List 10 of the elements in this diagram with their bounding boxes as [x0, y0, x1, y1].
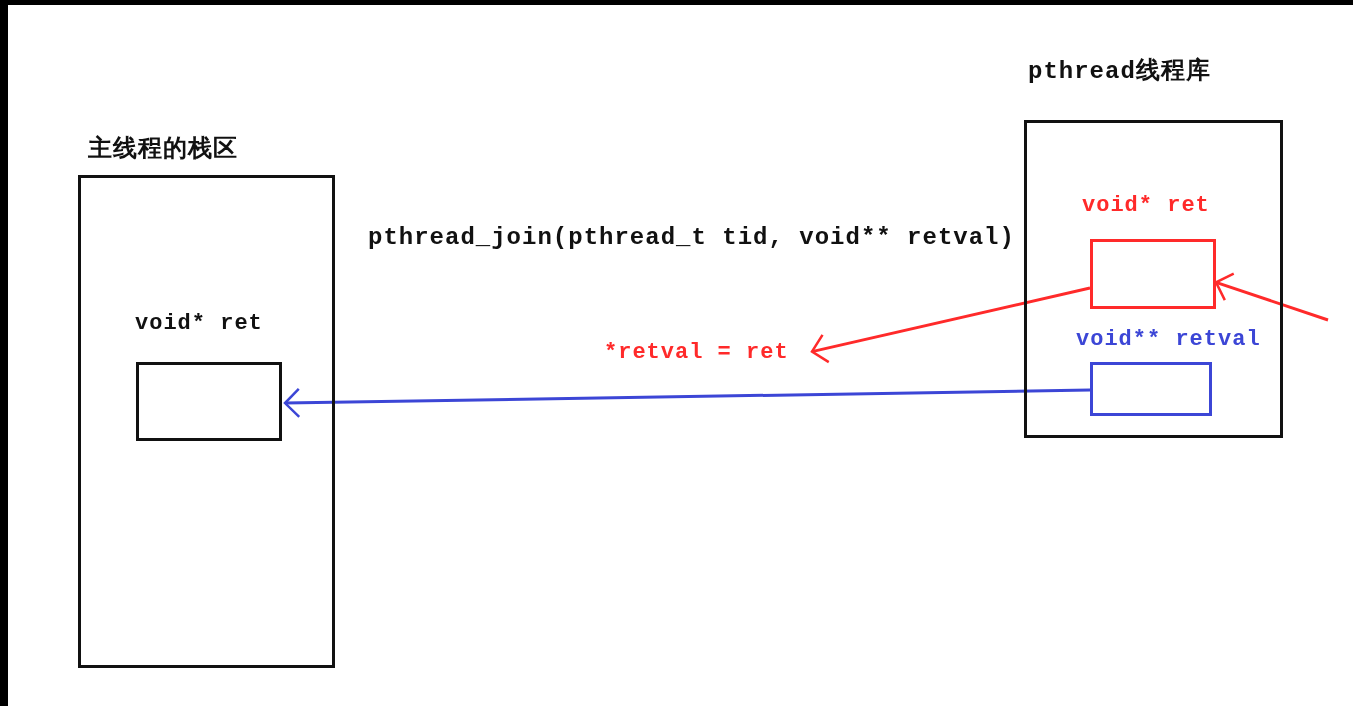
- box-heading: void* ret: [1082, 192, 1210, 220]
- assignment-text: *retval = ret: [604, 339, 789, 367]
- box-heading: 主线程的栈区: [88, 136, 238, 164]
- arrow: [283, 387, 1091, 419]
- box-heading: void** retval: [1076, 326, 1261, 354]
- box-heading: void* ret: [135, 310, 263, 338]
- arrow: [810, 286, 1091, 364]
- arrow: [1214, 272, 1329, 322]
- box-heading: pthread线程库: [1028, 58, 1211, 86]
- function-signature: pthread_join(pthread_t tid, void** retval): [368, 224, 1015, 252]
